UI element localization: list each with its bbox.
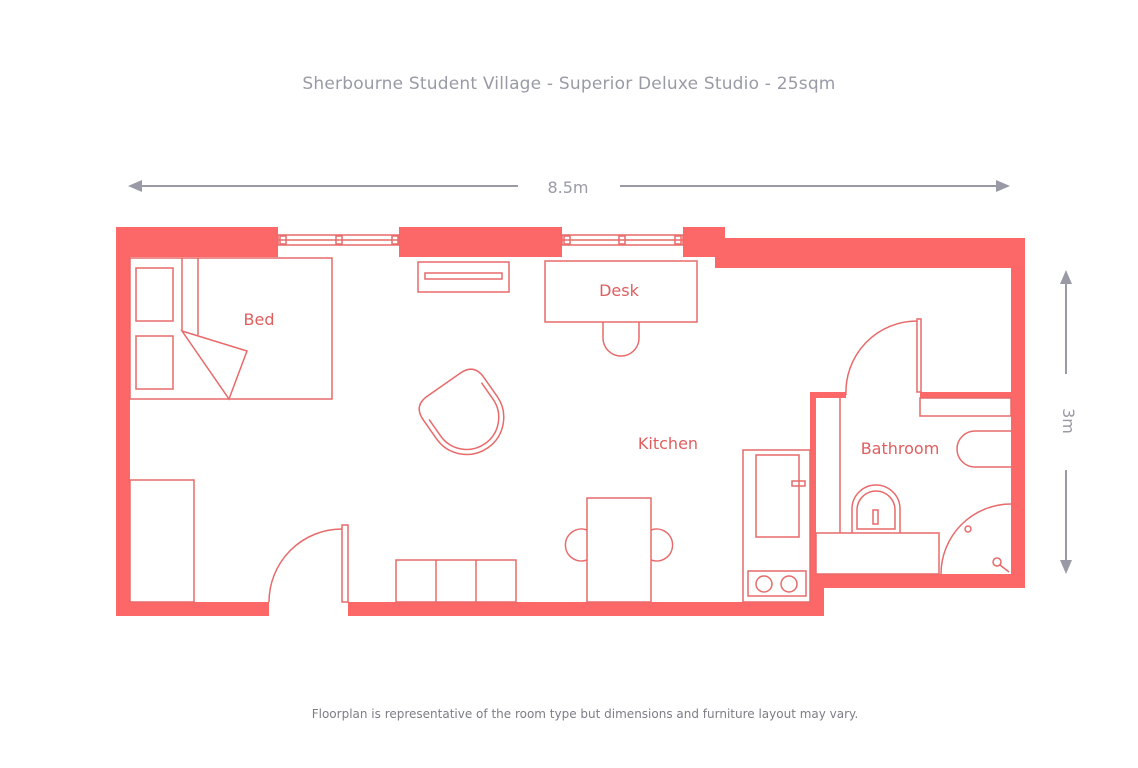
furniture (129, 257, 1012, 603)
width-dimension-arrow (128, 180, 1010, 192)
windows (277, 234, 684, 246)
bed (129, 257, 333, 400)
disclaimer-footnote: Floorplan is representative of the room … (311, 707, 859, 721)
width-dimension-label: 8.5m (547, 178, 589, 197)
floorplan-title: Sherbourne Student Village - Superior De… (302, 74, 836, 94)
walls (116, 227, 1025, 616)
room-label-bed: Bed (244, 310, 275, 329)
height-dimension-arrow (1060, 270, 1072, 574)
room-label-desk: Desk (599, 281, 640, 300)
room-label-kitchen: Kitchen (638, 434, 698, 453)
room-label-bathroom: Bathroom (861, 439, 940, 458)
height-dimension-label: 3m (1059, 408, 1078, 434)
desk (544, 260, 698, 323)
